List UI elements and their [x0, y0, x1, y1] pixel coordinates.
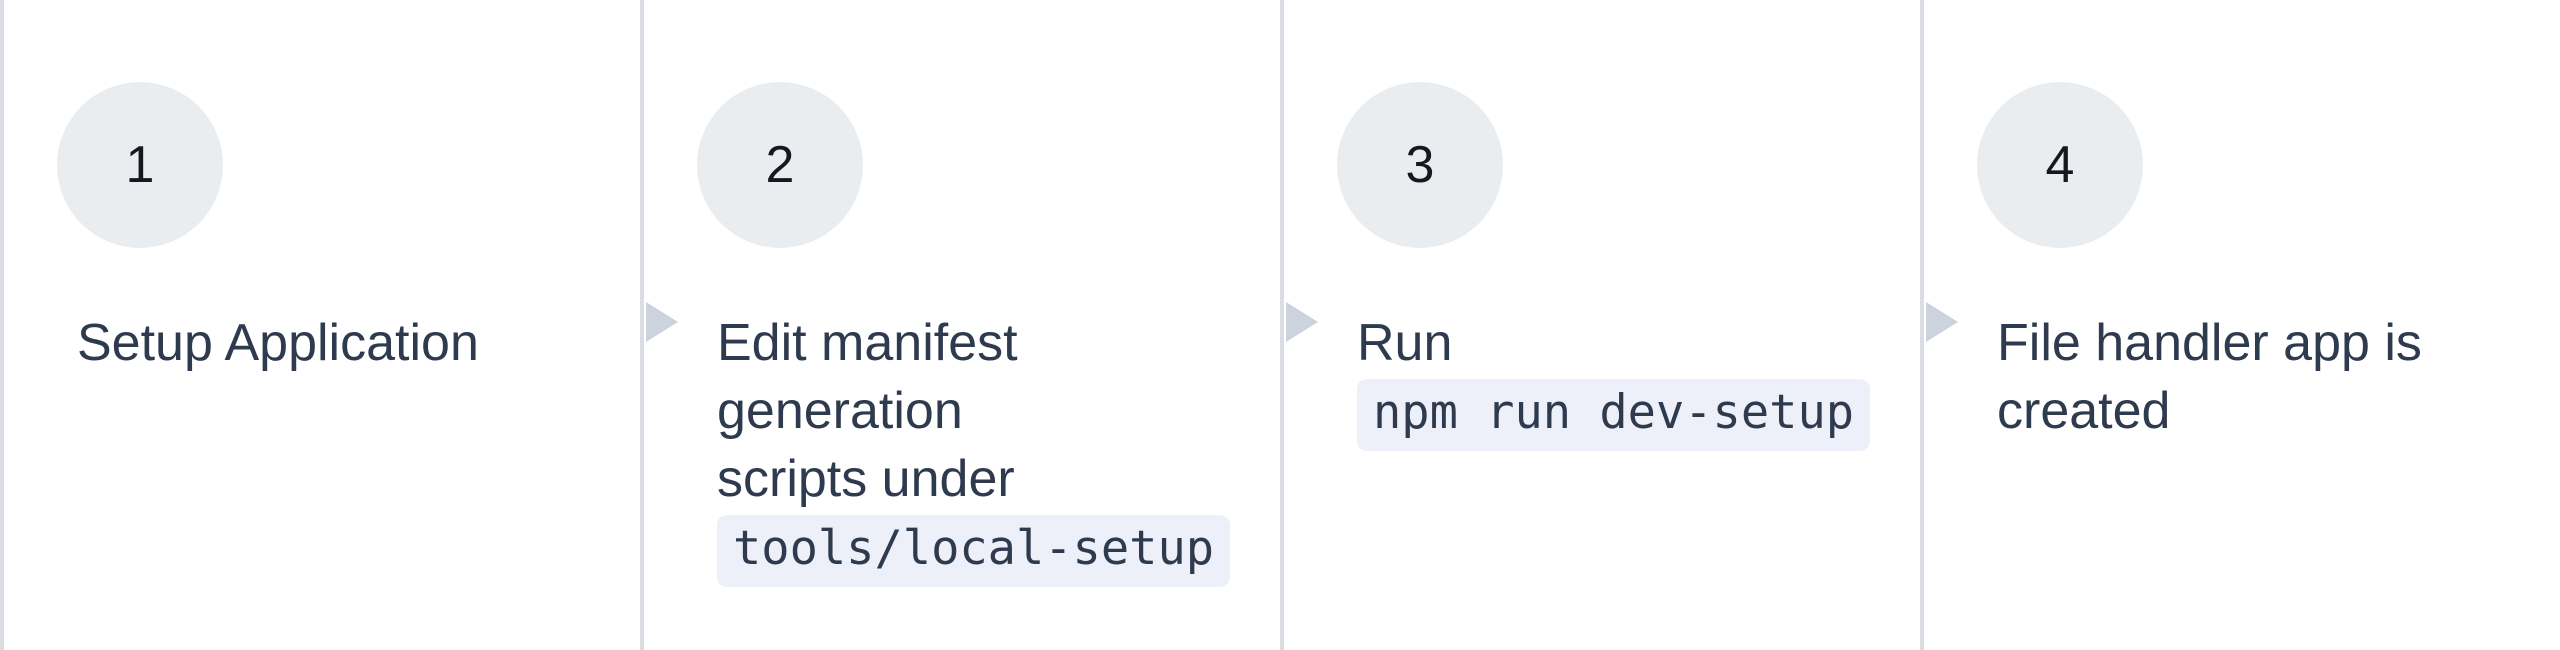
step-2-label-line-2: generation: [717, 382, 963, 440]
step-2-label-line-3: scripts under: [717, 450, 1015, 508]
step-1: 1 Setup Application: [0, 0, 640, 650]
step-1-number: 1: [125, 136, 155, 194]
step-2-number: 2: [765, 136, 795, 194]
step-3-label: Run npm run dev-setup: [1357, 309, 1871, 451]
code-chip-npm-run-dev-setup: npm run dev-setup: [1357, 379, 1871, 451]
step-1-number-badge: 1: [57, 82, 223, 248]
step-2-label: Edit manifest generation scripts under t…: [717, 309, 1231, 587]
step-4-number: 4: [2045, 136, 2075, 194]
arrow-right-icon: [1926, 302, 1958, 342]
step-1-label-line-1: Setup Application: [77, 314, 479, 372]
step-4-label-line-1: File handler app is: [1997, 314, 2422, 372]
step-3-number-badge: 3: [1337, 82, 1503, 248]
step-3-number: 3: [1405, 136, 1435, 194]
step-2-number-badge: 2: [697, 82, 863, 248]
step-1-label: Setup Application: [77, 309, 479, 377]
step-4: 4 File handler app is created: [1920, 0, 2560, 650]
step-2: 2 Edit manifest generation scripts under…: [640, 0, 1280, 650]
step-3-label-line-1: Run: [1357, 314, 1453, 372]
step-2-code-line: tools/local-setup: [717, 513, 1231, 587]
step-3-code-line: npm run dev-setup: [1357, 377, 1871, 451]
step-3: 3 Run npm run dev-setup: [1280, 0, 1920, 650]
arrow-right-icon: [646, 302, 678, 342]
arrow-right-icon: [1286, 302, 1318, 342]
step-4-label-line-2: created: [1997, 382, 2171, 440]
step-2-label-line-1: Edit manifest: [717, 314, 1018, 372]
step-4-number-badge: 4: [1977, 82, 2143, 248]
step-4-label: File handler app is created: [1997, 309, 2422, 445]
code-chip-tools-local-setup: tools/local-setup: [717, 515, 1231, 587]
